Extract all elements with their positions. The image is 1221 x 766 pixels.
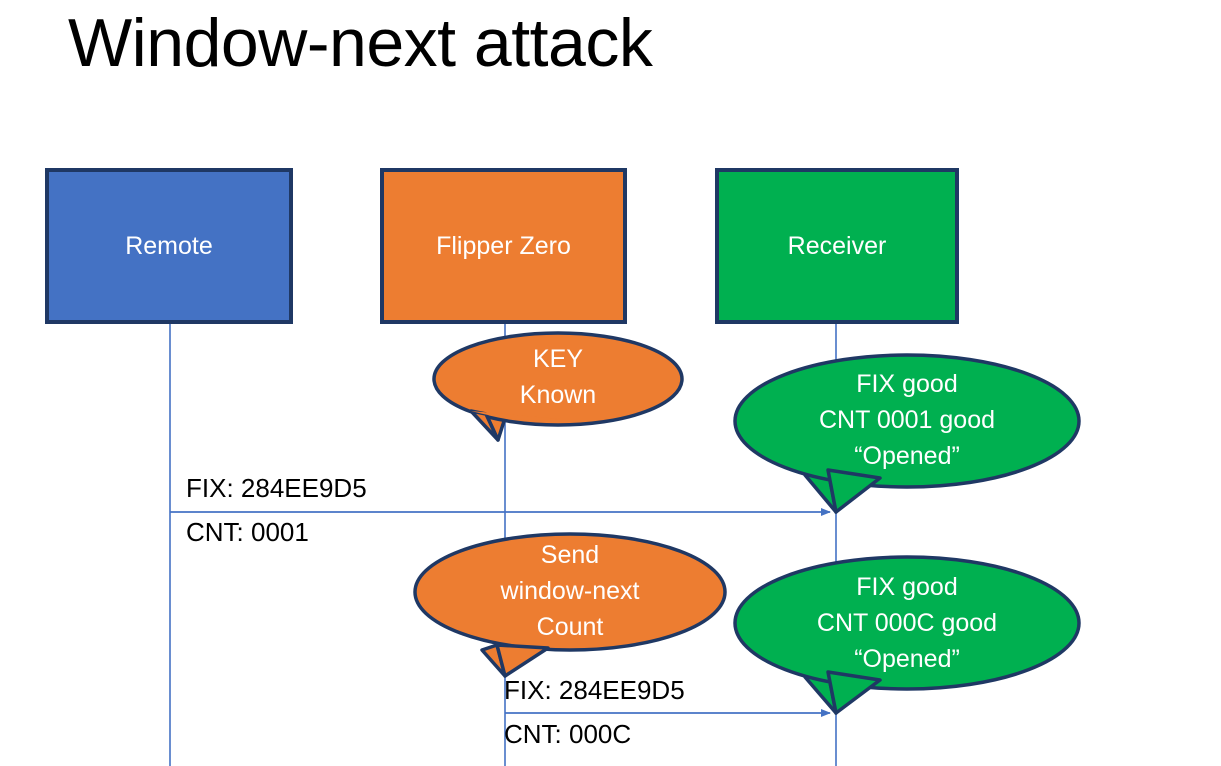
callout-receiver-verdict-1[interactable] [733, 353, 1081, 514]
callout-key-known[interactable] [432, 331, 684, 442]
actor-label-remote: Remote [125, 232, 213, 260]
message-1-cnt-label: CNT: 0001 [186, 517, 309, 547]
message-2-fix-label: FIX: 284EE9D5 [504, 675, 685, 705]
callout-line: CNT 0001 good [818, 406, 996, 434]
callout-line: FIX good [856, 370, 958, 398]
message-1-fix-label: FIX: 284EE9D5 [186, 473, 367, 503]
actor-label-receiver: Receiver [787, 232, 887, 260]
callout-send-window-next-text: Send window-next Count [415, 537, 725, 645]
callout-receiver-verdict-1-text: FIX good CNT 0001 good “Opened” [735, 366, 1079, 474]
actor-box-remote[interactable] [45, 168, 293, 324]
callout-line: Send [540, 541, 600, 569]
callout-line: FIX good [856, 573, 958, 601]
callout-send-window-next[interactable] [413, 532, 727, 678]
callout-line: KEY [532, 345, 584, 373]
callout-receiver-verdict-2-text: FIX good CNT 000C good “Opened” [735, 569, 1079, 677]
actor-box-flipper[interactable] [380, 168, 627, 324]
callout-receiver-verdict-2[interactable] [733, 555, 1081, 715]
actor-label-flipper: Flipper Zero [436, 232, 571, 260]
callout-line: “Opened” [854, 645, 960, 673]
message-2-cnt-label: CNT: 000C [504, 719, 632, 749]
actor-box-receiver[interactable] [715, 168, 959, 324]
callout-line: “Opened” [854, 442, 960, 470]
page-title: Window-next attack [68, 5, 653, 81]
callout-key-known-text: KEY Known [434, 341, 682, 413]
callout-line: CNT 000C good [816, 609, 998, 637]
callout-line: Count [536, 613, 604, 641]
callout-line: window-next [500, 577, 640, 605]
callout-line: Known [519, 381, 597, 409]
